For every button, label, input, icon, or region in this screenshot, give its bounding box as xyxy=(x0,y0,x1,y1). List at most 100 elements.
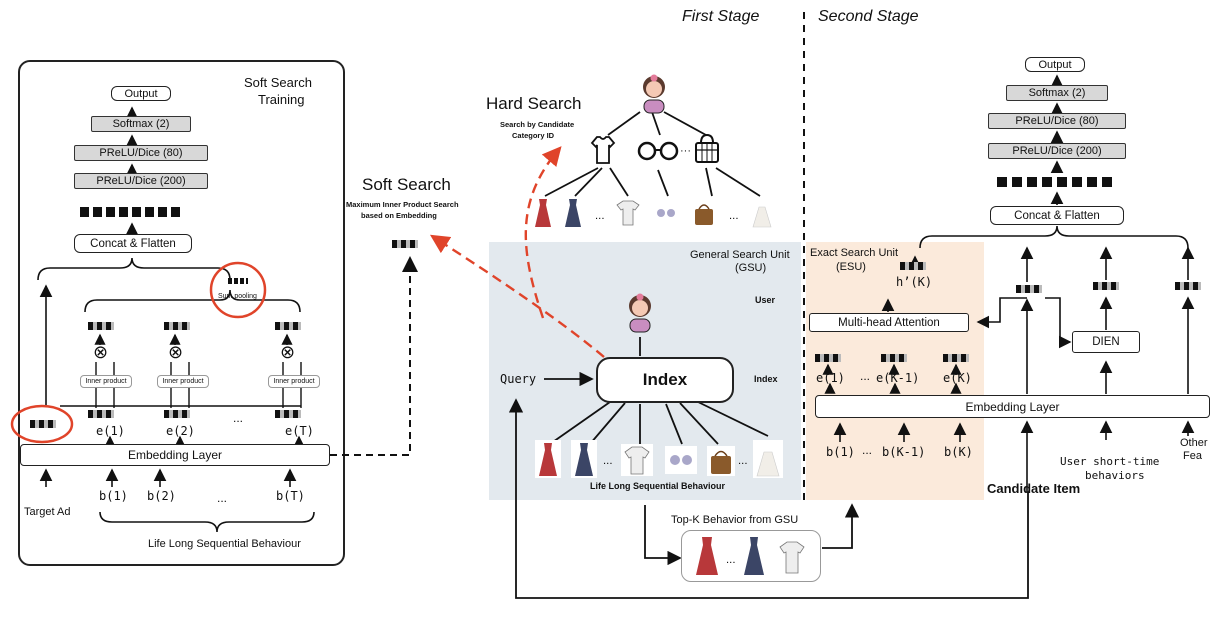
weighted-vector-1 xyxy=(88,322,114,330)
esu-dots-e: ... xyxy=(860,369,871,383)
query-label: Query xyxy=(500,372,537,386)
esu-embed-K xyxy=(943,354,969,362)
left-eT: e(T) xyxy=(285,424,314,438)
hard-search-title: Hard Search xyxy=(486,94,582,113)
svg-text:...: ... xyxy=(603,456,613,467)
left-embedding-layer: Embedding Layer xyxy=(20,444,330,466)
right-prelu200-box: PReLU/Dice (200) xyxy=(988,143,1126,159)
esu-title-1: Exact Search Unit xyxy=(810,247,899,259)
esu-dots-b: ... xyxy=(862,443,873,457)
topk-items: ... xyxy=(696,537,805,575)
esu-b1: b(1) xyxy=(826,445,855,459)
weighted-vector-2 xyxy=(164,322,190,330)
topk-box: ... xyxy=(681,530,821,582)
svg-text:...: ... xyxy=(595,211,605,222)
handbag-icon xyxy=(695,133,719,163)
dien-box: DIEN xyxy=(1072,331,1140,353)
other-fea-vector xyxy=(1175,282,1201,290)
embed-vector-2 xyxy=(164,410,190,418)
right-embedding-layer: Embedding Layer xyxy=(815,395,1210,418)
right-concat-box: Concat & Flatten xyxy=(990,206,1124,225)
right-prelu80-box: PReLU/Dice (80) xyxy=(988,113,1126,129)
right-output-box: Output xyxy=(1025,57,1085,72)
left-dots-b: ... xyxy=(217,491,228,505)
left-dots-e: ... xyxy=(233,411,244,425)
left-softmax-box: Softmax (2) xyxy=(91,116,191,132)
short-time-label-2: behaviors xyxy=(1085,469,1145,482)
target-ad-label: Target Ad xyxy=(24,506,71,518)
left-flat-vector xyxy=(80,207,184,217)
gsu-user-label: User xyxy=(755,295,776,305)
left-bT: b(T) xyxy=(276,489,305,503)
soft-search-sub-1: Maximum Inner Product Search xyxy=(346,200,459,209)
soft-search-sub-2: based on Embedding xyxy=(361,211,437,220)
gsu-user-avatar-icon xyxy=(629,293,651,333)
hard-search-sub-1: Search by Candidate xyxy=(500,120,575,129)
other-fea-label-2: Fea xyxy=(1183,450,1202,462)
candidate-item-label: Candidate Item xyxy=(987,481,1081,496)
other-fea-label-1: Other xyxy=(1180,437,1208,449)
hard-search-sub-2: Category ID xyxy=(512,131,555,140)
soft-search-title: Soft Search xyxy=(362,175,451,194)
left-output-box: Output xyxy=(111,86,171,101)
esu-embed-1 xyxy=(815,354,841,362)
left-b1: b(1) xyxy=(99,489,128,503)
glasses-icon xyxy=(637,141,679,161)
right-flat-vector xyxy=(997,177,1115,187)
left-prelu200-box: PReLU/Dice (200) xyxy=(74,173,208,189)
gsu-behaviour-items: ... ... xyxy=(535,440,783,478)
category-dots: ··· xyxy=(680,145,691,157)
svg-text:...: ... xyxy=(738,456,748,467)
svg-text:...: ... xyxy=(729,211,739,222)
candidate-vector xyxy=(1016,285,1042,293)
inner-product-T: Inner product xyxy=(268,375,320,388)
left-b2: b(2) xyxy=(147,489,176,503)
embed-vector-1 xyxy=(88,410,114,418)
esu-eK: e(K) xyxy=(943,371,972,385)
target-ad-vector xyxy=(30,420,56,428)
left-e2: e(2) xyxy=(166,424,195,438)
esu-e1: e(1) xyxy=(816,371,845,385)
inner-product-1: Inner product xyxy=(80,375,132,388)
gsu-title-1: General Search Unit xyxy=(690,249,790,261)
short-time-label-1: User short-time xyxy=(1060,455,1160,468)
left-prelu80-box: PReLU/Dice (80) xyxy=(74,145,208,161)
user-avatar-icon xyxy=(643,74,665,114)
dien-vector xyxy=(1093,282,1119,290)
left-e1: e(1) xyxy=(96,424,125,438)
topk-title: Top-K Behavior from GSU xyxy=(671,514,799,526)
gsu-title-2: (GSU) xyxy=(735,262,767,274)
multiply-icon-T: ⊗ xyxy=(280,342,296,362)
esu-title-2: (ESU) xyxy=(836,261,866,273)
soft-search-vector xyxy=(392,240,418,248)
left-concat-box: Concat & Flatten xyxy=(74,234,192,253)
right-softmax-box: Softmax (2) xyxy=(1006,85,1108,101)
second-stage-title: Second Stage xyxy=(818,8,919,25)
index-box: Index xyxy=(596,357,734,403)
embed-vector-T xyxy=(275,410,301,418)
svg-text:...: ... xyxy=(726,555,736,566)
hard-search-items: ... ... xyxy=(535,199,772,228)
esu-output-vector xyxy=(900,262,926,270)
soft-search-training-frame xyxy=(18,60,345,566)
esu-bK: b(K) xyxy=(944,445,973,459)
esu-hK: h’(K) xyxy=(896,275,933,289)
gsu-index-label: Index xyxy=(754,374,778,384)
first-stage-title: First Stage xyxy=(682,8,760,25)
tshirt-icon xyxy=(590,136,616,164)
sum-pooling-label: Sum pooling xyxy=(218,293,257,300)
left-lifelong-label: Life Long Sequential Behaviour xyxy=(148,538,301,550)
inner-product-2: Inner product xyxy=(157,375,209,388)
soft-search-training-title-2: Training xyxy=(258,92,305,107)
esu-eK1: e(K-1) xyxy=(876,371,920,385)
multiply-icon-2: ⊗ xyxy=(168,342,184,362)
weighted-vector-T xyxy=(275,322,301,330)
multi-head-attention-box: Multi-head Attention xyxy=(809,313,969,332)
soft-search-training-title-1: Soft Search xyxy=(244,75,312,90)
sum-pooling-vector xyxy=(228,278,248,284)
esu-bK1: b(K-1) xyxy=(882,445,926,459)
gsu-lifelong-label: Life Long Sequential Behaviour xyxy=(590,481,726,491)
esu-embed-K1 xyxy=(881,354,907,362)
